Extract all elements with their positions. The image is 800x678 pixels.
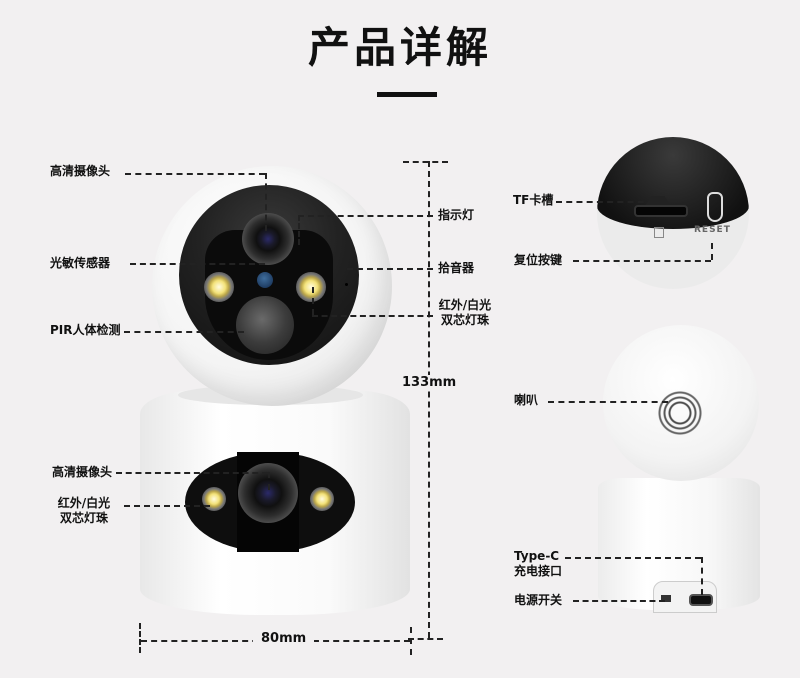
leader-line (701, 557, 703, 595)
label-indicator: 指示灯 (438, 208, 475, 222)
leader-line (312, 287, 314, 315)
head-camera-lens (242, 213, 294, 265)
title-underline (377, 92, 437, 97)
leader-line (711, 243, 713, 260)
page-title: 产品详解 (307, 23, 492, 72)
label-tf-slot: TF卡槽 (513, 193, 554, 207)
leader-line (312, 315, 433, 317)
head-left-led (204, 272, 234, 302)
leader-line (556, 201, 654, 203)
label-speaker: 喇叭 (514, 393, 539, 407)
label-typec: Type-C 充电接口 (514, 549, 563, 578)
dimension-tick-top (403, 161, 448, 163)
label-light-sensor: 光敏传感器 (50, 256, 111, 270)
label-mic: 拾音器 (438, 261, 475, 275)
power-switch (661, 595, 671, 602)
dimension-line-height (428, 161, 430, 638)
tf-slot (634, 205, 688, 217)
leader-line (548, 401, 668, 403)
label-pir: PIR人体检测 (50, 323, 121, 337)
base-left-led (202, 487, 226, 511)
pir-sensor (236, 296, 294, 354)
label-reset: 复位按键 (514, 253, 563, 267)
leader-line (573, 260, 711, 262)
label-power-switch: 电源开关 (514, 593, 563, 607)
leader-line (565, 557, 701, 559)
leader-line (130, 263, 265, 265)
dimension-tick-left (139, 623, 141, 653)
label-hd-camera-top: 高清摄像头 (50, 164, 111, 178)
head-right-led (296, 272, 326, 302)
leader-line (265, 173, 267, 231)
label-hd-camera-bottom: 高清摄像头 (52, 465, 113, 479)
mic-hole (345, 283, 348, 286)
dimension-height: 133mm (398, 375, 461, 390)
light-sensor (257, 272, 273, 288)
leader-line (573, 600, 665, 602)
base-right-led (310, 487, 334, 511)
leader-line (125, 173, 265, 175)
speaker-grille (655, 388, 705, 438)
leader-line (124, 505, 210, 507)
leader-line (116, 472, 268, 474)
leader-line (298, 215, 300, 245)
usb-c-port (689, 594, 713, 606)
tf-slot-cover (645, 196, 671, 206)
dimension-width: 80mm (253, 631, 315, 646)
leader-line (268, 472, 270, 490)
sd-card-icon (654, 227, 664, 238)
leader-line (298, 215, 433, 217)
dimension-tick-right (410, 627, 412, 655)
reset-key-icon (707, 192, 723, 222)
label-ir-led-top: 红外/白光 双芯灯珠 (438, 298, 492, 327)
leader-line (347, 268, 433, 270)
leader-line (124, 331, 244, 333)
reset-text: RESET (694, 225, 731, 235)
label-ir-led-bottom: 红外/白光 双芯灯珠 (57, 496, 111, 525)
dimension-tick-bottom (408, 638, 443, 640)
